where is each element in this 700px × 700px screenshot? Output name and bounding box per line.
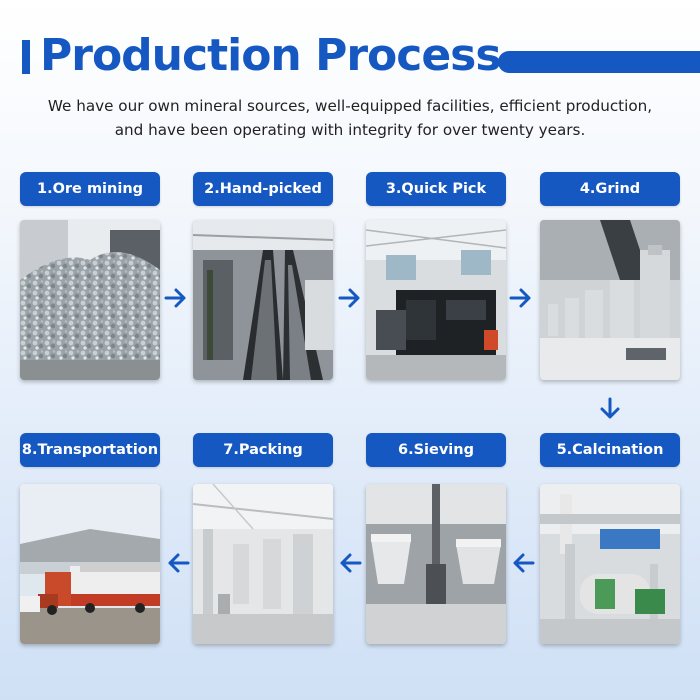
photo-sieving — [366, 484, 506, 644]
arrow-icon — [337, 550, 363, 576]
arrow-icon — [163, 285, 189, 311]
photo-calcination — [540, 484, 680, 644]
page-title: Production Process — [40, 30, 502, 81]
photo-transportation — [20, 484, 160, 644]
subtitle-line-1: We have our own mineral sources, well-eq… — [47, 97, 653, 115]
arrow-icon — [597, 396, 623, 422]
arrow-icon — [165, 550, 191, 576]
arrow-icon — [337, 285, 363, 311]
step-label-packing: 7.Packing — [193, 433, 333, 467]
step-label-transportation: 8.Transportation — [20, 433, 160, 467]
photo-grind — [540, 220, 680, 380]
page-subtitle: We have our own mineral sources, well-eq… — [20, 94, 680, 142]
arrow-icon — [510, 550, 536, 576]
step-label-quick-pick: 3.Quick Pick — [366, 172, 506, 206]
step-label-grind: 4.Grind — [540, 172, 680, 206]
title-accent-strip — [498, 51, 700, 73]
photo-hand-picked — [193, 220, 333, 380]
step-label-ore-mining: 1.Ore mining — [20, 172, 160, 206]
step-label-sieving: 6.Sieving — [366, 433, 506, 467]
step-label-calcination: 5.Calcination — [540, 433, 680, 467]
photo-ore-mining — [20, 220, 160, 380]
step-label-hand-picked: 2.Hand-picked — [193, 172, 333, 206]
title-accent-bar — [22, 40, 30, 74]
arrow-icon — [508, 285, 534, 311]
photo-packing — [193, 484, 333, 644]
photo-quick-pick — [366, 220, 506, 380]
subtitle-line-2: and have been operating with integrity f… — [114, 121, 586, 139]
